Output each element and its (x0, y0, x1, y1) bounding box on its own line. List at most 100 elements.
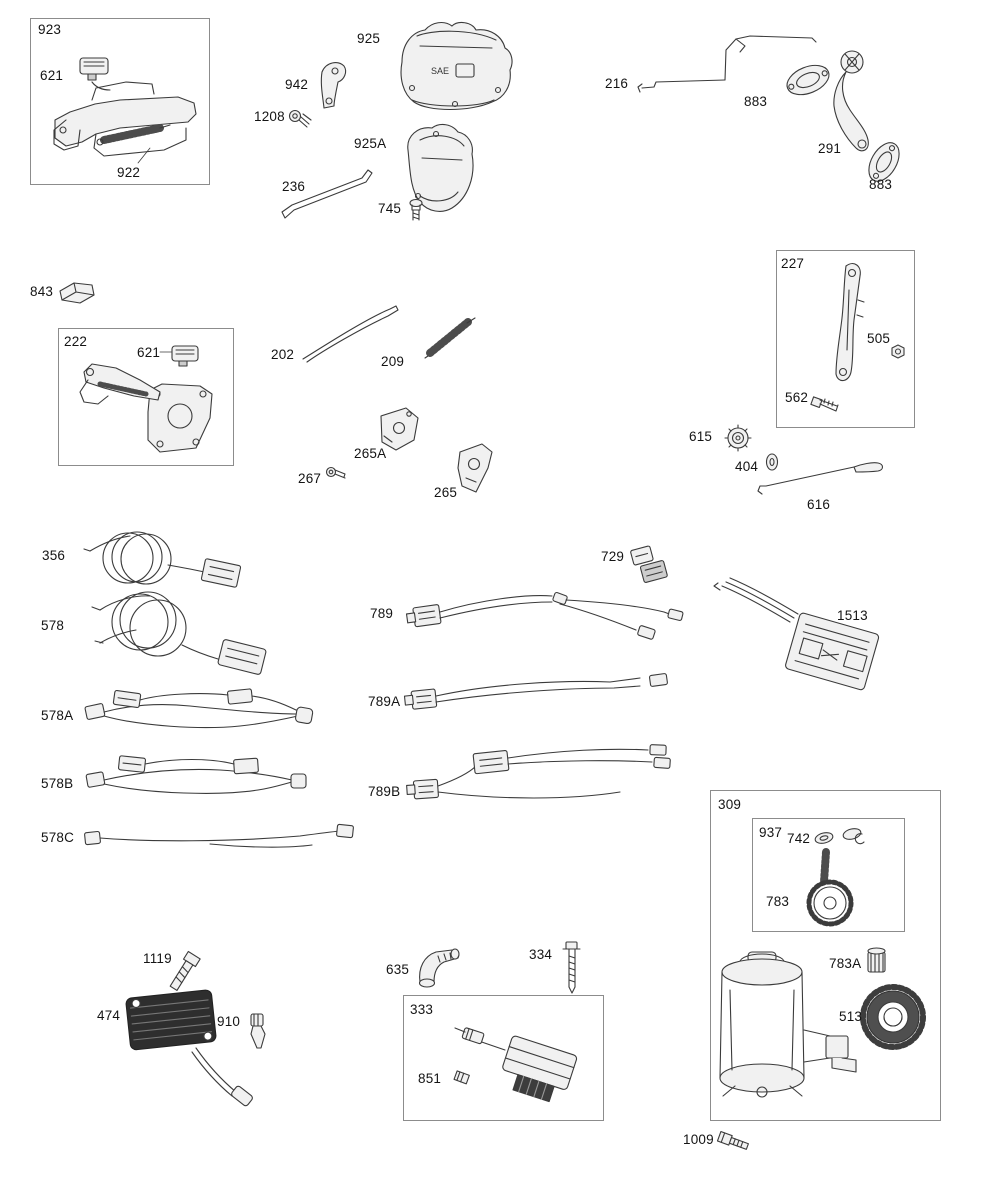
label-227: 227 (781, 256, 805, 271)
label-333: 333 (410, 1002, 434, 1017)
part-616-sketch (757, 462, 884, 495)
part-1208-sketch (288, 109, 312, 128)
part-1513-sketch (713, 577, 880, 691)
part-267-sketch (325, 466, 346, 479)
part-505-sketch (891, 344, 905, 359)
label-1119: 1119 (143, 951, 172, 966)
label-789: 789 (370, 606, 394, 621)
label-356: 356 (42, 548, 66, 563)
part-578A-sketch (84, 688, 314, 729)
label-621-b: 621 (137, 345, 161, 360)
label-1009: 1009 (683, 1132, 714, 1147)
part-291-sketch (833, 50, 869, 152)
label-925A: 925A (354, 136, 387, 151)
part-578-sketch (91, 591, 267, 675)
part-578C-sketch (84, 823, 354, 848)
label-209: 209 (381, 354, 405, 369)
part-910-sketch (250, 1013, 266, 1049)
group-box-227 (776, 250, 915, 428)
part-202-sketch (302, 305, 399, 363)
sae-marking: SAE (431, 66, 449, 76)
label-474: 474 (97, 1008, 121, 1023)
part-621b-sketch (159, 345, 199, 367)
label-578B: 578B (41, 776, 74, 791)
label-615: 615 (689, 429, 713, 444)
label-265A: 265A (354, 446, 387, 461)
group-box-937 (752, 818, 905, 932)
part-265A-sketch (380, 407, 419, 451)
label-922: 922 (117, 165, 141, 180)
part-922-sketch (53, 81, 197, 164)
group-box-222 (58, 328, 234, 466)
part-883b-sketch (868, 142, 900, 182)
label-783A: 783A (829, 956, 862, 971)
label-942: 942 (285, 77, 309, 92)
part-209-sketch (424, 317, 476, 359)
group-box-309 (710, 790, 941, 1121)
label-883-b: 883 (869, 177, 893, 192)
part-789-sketch (405, 591, 684, 640)
part-783-sketch (806, 848, 854, 927)
label-202: 202 (271, 347, 295, 362)
part-513-sketch (860, 984, 926, 1050)
part-236-sketch (281, 169, 373, 219)
label-729: 729 (601, 549, 625, 564)
part-474-sketch (125, 989, 253, 1107)
label-925: 925 (357, 31, 381, 46)
part-265-sketch (457, 443, 493, 493)
part-562-sketch (810, 396, 839, 412)
group-box-333 (403, 995, 604, 1121)
label-309: 309 (718, 797, 742, 812)
part-615-sketch (724, 424, 752, 452)
label-404: 404 (735, 459, 759, 474)
label-937: 937 (759, 825, 783, 840)
label-923: 923 (38, 22, 62, 37)
part-222-sketch (79, 363, 213, 453)
part-621a-sketch (79, 57, 111, 91)
part-578B-sketch (85, 755, 307, 794)
part-216-sketch (637, 35, 817, 93)
part-729-sketch (630, 545, 668, 583)
part-942-sketch (320, 62, 347, 109)
label-562: 562 (785, 390, 809, 405)
label-789B: 789B (368, 784, 401, 799)
part-783A-sketch (867, 947, 886, 973)
part-789A-sketch (403, 673, 668, 710)
label-513: 513 (839, 1009, 863, 1024)
part-925A-sketch (407, 123, 474, 212)
label-236: 236 (282, 179, 306, 194)
label-505: 505 (867, 331, 891, 346)
part-635-sketch (418, 948, 460, 988)
label-789A: 789A (368, 694, 401, 709)
label-222: 222 (64, 334, 88, 349)
label-265: 265 (434, 485, 458, 500)
part-851-sketch (453, 1070, 470, 1085)
label-742: 742 (787, 831, 811, 846)
label-745: 745 (378, 201, 402, 216)
label-578C: 578C (41, 830, 75, 845)
label-616: 616 (807, 497, 831, 512)
part-333-sketch (454, 1027, 578, 1103)
part-883a-sketch (786, 64, 830, 96)
part-1119-sketch (169, 950, 201, 991)
label-578A: 578A (41, 708, 74, 723)
part-925-sketch: SAE (400, 21, 513, 111)
label-216: 216 (605, 76, 629, 91)
label-851: 851 (418, 1071, 442, 1086)
label-334: 334 (529, 947, 553, 962)
part-843-sketch (59, 282, 95, 304)
label-267: 267 (298, 471, 322, 486)
part-227-sketch (835, 263, 865, 382)
label-843: 843 (30, 284, 54, 299)
part-1009-sketch (716, 1131, 749, 1150)
label-621-a: 621 (40, 68, 64, 83)
label-1513: 1513 (837, 608, 868, 623)
part-404-sketch (765, 453, 779, 471)
part-789B-sketch (406, 744, 671, 800)
label-291: 291 (818, 141, 842, 156)
label-1208: 1208 (254, 109, 285, 124)
group-box-923 (30, 18, 210, 185)
label-578: 578 (41, 618, 65, 633)
